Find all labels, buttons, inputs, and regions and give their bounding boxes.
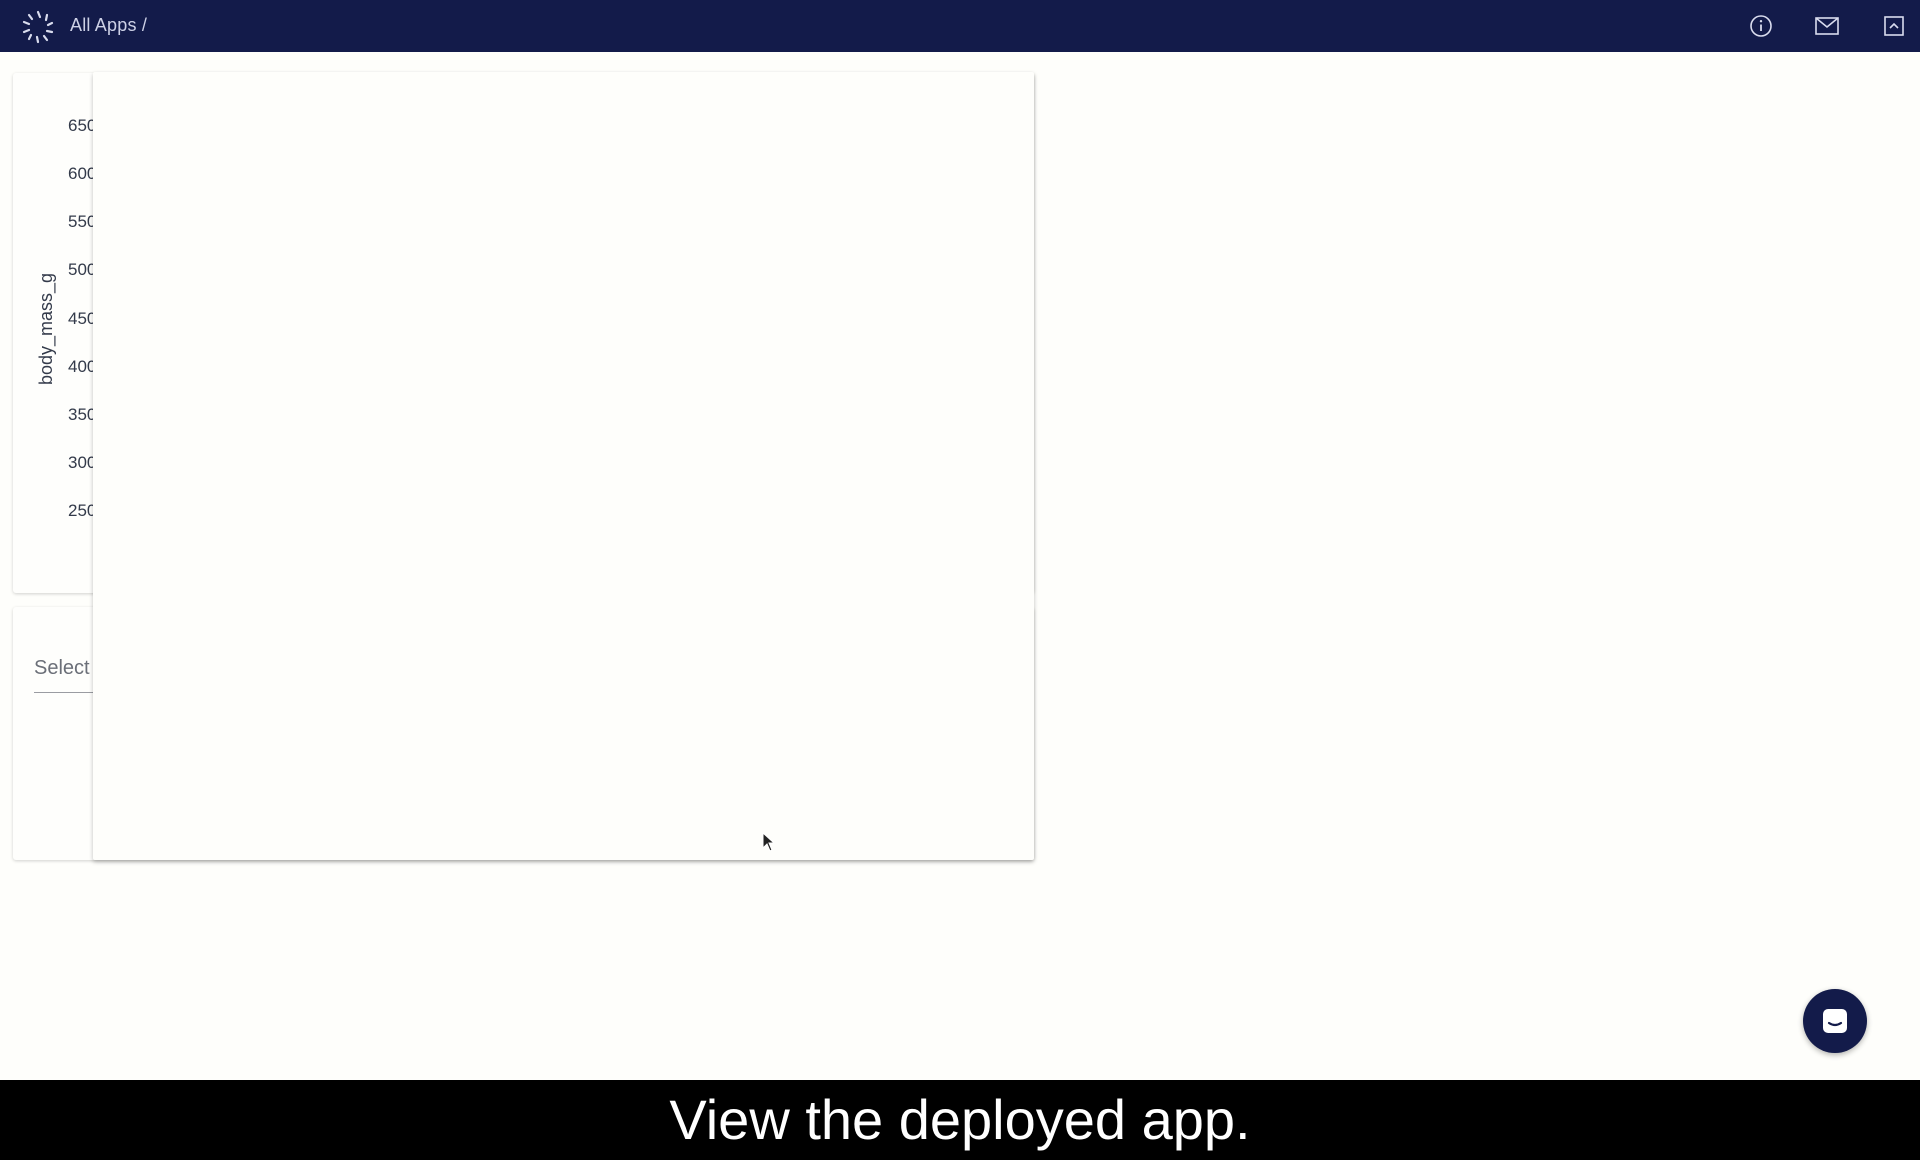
y-tick: 450 [68, 309, 97, 328]
info-icon[interactable] [1748, 13, 1774, 39]
y-tick: 350 [68, 405, 97, 424]
y-tick: 650 [68, 116, 97, 135]
y-tick: 250 [68, 501, 97, 520]
mail-icon[interactable] [1814, 13, 1840, 39]
top-bar: All Apps / [0, 0, 1920, 52]
y-tick: 300 [68, 453, 97, 472]
collapse-icon[interactable] [1881, 13, 1907, 39]
breadcrumb[interactable]: All Apps / [70, 15, 148, 35]
y-tick: 550 [68, 212, 97, 231]
select-underline [34, 692, 94, 693]
y-axis-label: body_mass_g [36, 272, 56, 385]
y-tick: 500 [68, 260, 97, 279]
select-field-label[interactable]: Select [34, 657, 90, 679]
y-tick: 600 [68, 164, 97, 183]
video-caption: View the deployed app. [0, 1080, 1920, 1160]
y-tick: 400 [68, 357, 97, 376]
app-logo-icon[interactable] [20, 9, 56, 45]
overlay-panel[interactable] [93, 72, 1034, 860]
chat-button[interactable] [1803, 989, 1867, 1053]
mouse-cursor-icon [762, 832, 776, 852]
chat-icon [1823, 1009, 1847, 1033]
